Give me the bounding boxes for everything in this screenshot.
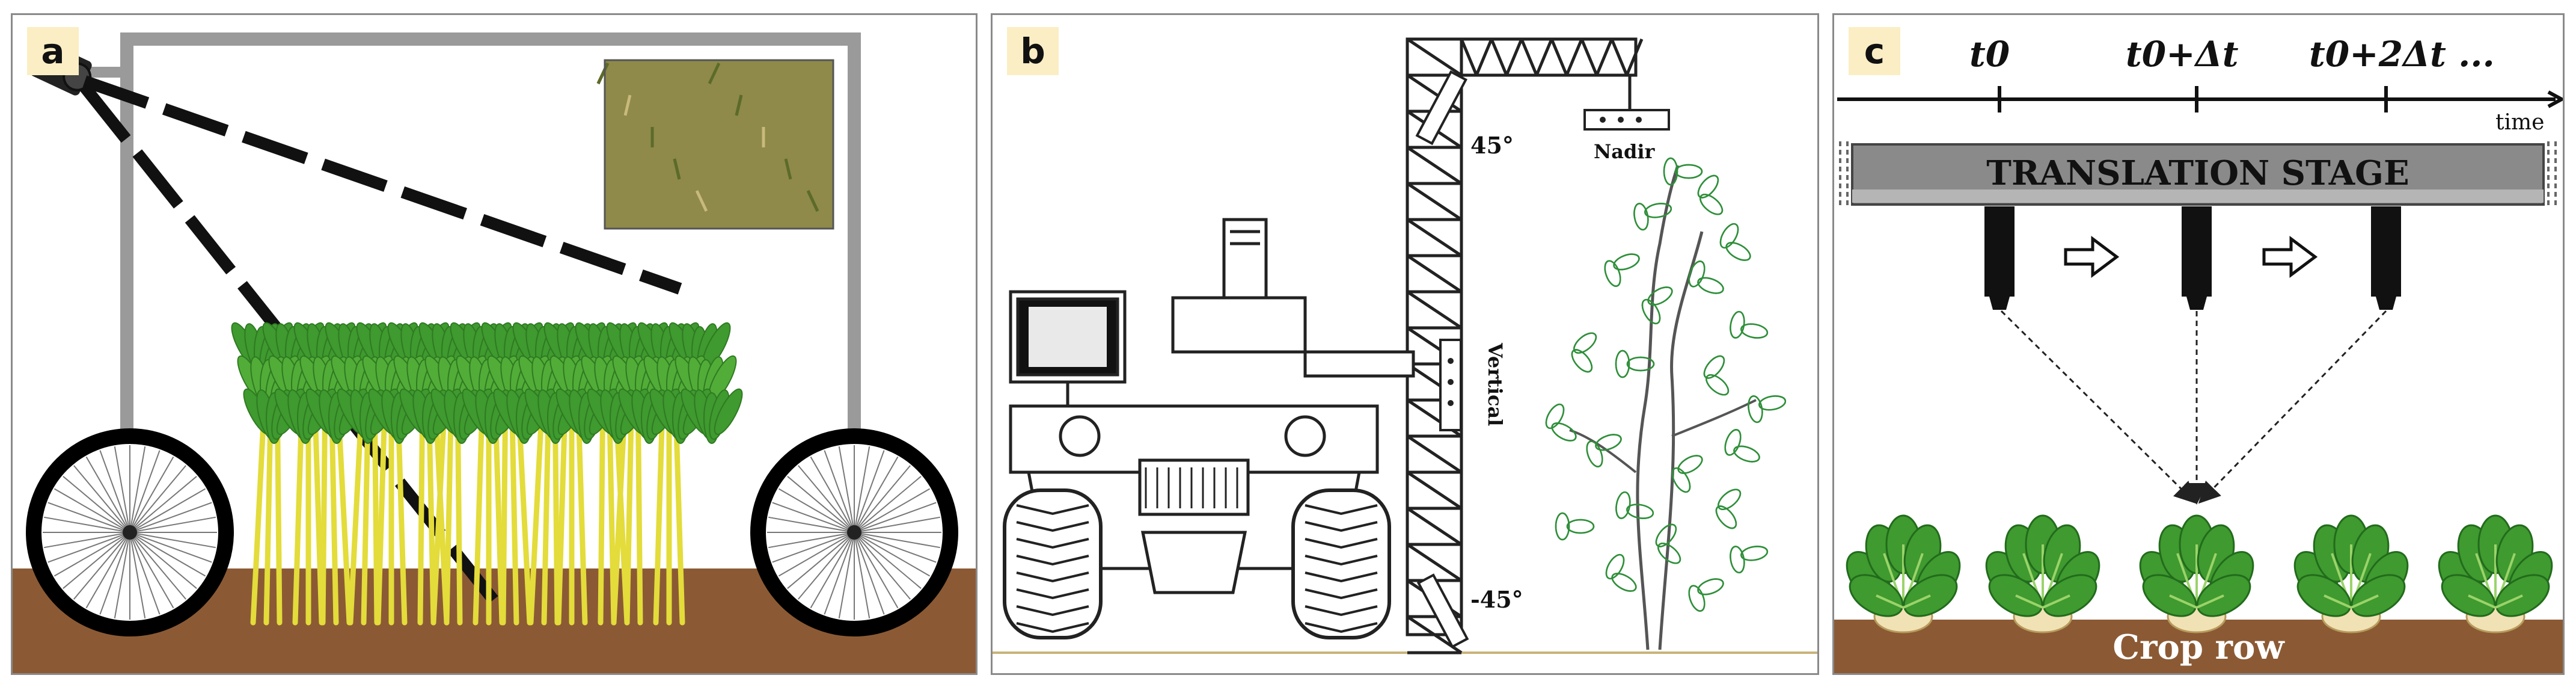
sensor-nadir-label: Nadir (1594, 140, 1656, 163)
translation-stage (1839, 141, 2557, 208)
panel-label: c (1849, 27, 1900, 75)
sensor-2 (2371, 206, 2401, 310)
crop-plants (1846, 514, 2553, 633)
panel-label: a (27, 27, 79, 75)
computer-tower-icon (1222, 218, 1268, 306)
panel-b: Nadir 45° Vertical -45° (991, 13, 1819, 675)
tire-left (1003, 488, 1103, 639)
panel-c: t0 t0+Δt t0+2Δt ... time TRANSLATION STA… (1832, 13, 2565, 675)
panel-a: a (11, 13, 977, 675)
wheel-left (26, 428, 234, 636)
sensor-vertical-label: Vertical (1484, 342, 1507, 426)
view-line-0 (2000, 310, 2197, 504)
plant-illustration (1545, 157, 1787, 650)
time-axis-label: time (2495, 110, 2544, 135)
view-line-2 (2198, 310, 2387, 504)
motion-arrow-0 (2064, 236, 2120, 278)
wheat-plants (231, 322, 743, 626)
phenotyping-cart-illustration (13, 32, 976, 673)
sensor-1 (2182, 206, 2212, 310)
sensor-minus-45 (1416, 573, 1469, 648)
time-label-1: t0+Δt (2126, 34, 2239, 75)
stage-label: TRANSLATION STAGE (1986, 153, 2409, 193)
vertical-sensor (1439, 339, 1462, 431)
time-label-0: t0 (1969, 34, 2010, 75)
vehicle-sensor-tower-illustration: Nadir 45° Vertical -45° (993, 37, 1817, 655)
fov-line-upper (82, 75, 682, 295)
angle-bottom-label: -45° (1470, 586, 1523, 613)
inset-crop-photo (596, 59, 834, 230)
translation-stage-diagram: t0 t0+Δt t0+2Δt ... time TRANSLATION STA… (1834, 34, 2563, 673)
angle-top-label: 45° (1470, 132, 1514, 159)
wheel-right (750, 428, 958, 636)
nadir-sensor (1583, 109, 1670, 131)
sensor-0 (1984, 206, 2015, 310)
sensor-tower (1406, 37, 1644, 655)
time-label-2: t0+2Δt ... (2309, 34, 2495, 75)
ground-label: Crop row (2113, 627, 2285, 667)
motion-arrow-1 (2262, 236, 2318, 278)
panel-label: b (1007, 27, 1059, 75)
atv-vehicle (1009, 218, 1415, 594)
tire-right (1291, 488, 1391, 639)
sensor-45 (1415, 70, 1468, 146)
